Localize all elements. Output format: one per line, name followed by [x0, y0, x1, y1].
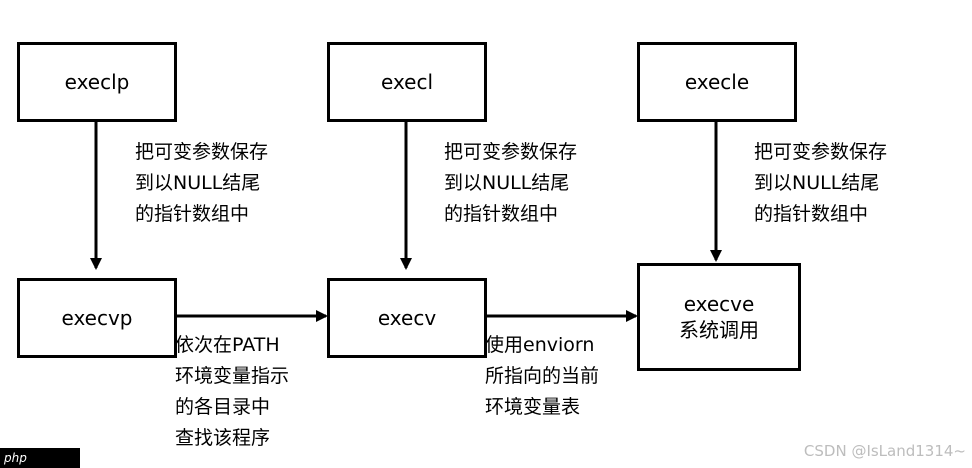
box-execvp-label: execvp	[61, 306, 133, 330]
note-use-environ: 使用enviorn 所指向的当前 环境变量表	[485, 334, 600, 418]
box-execle: execle	[637, 42, 797, 122]
box-execl: execl	[327, 42, 487, 122]
box-execv-label: execv	[377, 306, 437, 330]
box-execv: execv	[327, 278, 487, 358]
note-path-search: 依次在PATH 环境变量指示 的各目录中 查找该程序	[175, 334, 290, 449]
box-execle-label: execle	[684, 70, 750, 94]
box-execl-label: execl	[380, 70, 434, 94]
box-execve: execve 系统调用	[637, 263, 801, 371]
note-save-variadic-2: 把可变参数保存 到以NULL结尾 的指针数组中	[444, 141, 578, 225]
box-execve-sublabel: 系统调用	[679, 318, 759, 342]
csdn-watermark: CSDN @IsLand1314~	[803, 442, 966, 460]
note-save-variadic-1: 把可变参数保存 到以NULL结尾 的指针数组中	[135, 141, 269, 225]
box-execve-label: execve	[683, 292, 755, 316]
box-execlp-label: execlp	[64, 70, 130, 94]
box-execlp: execlp	[17, 42, 177, 122]
note-save-variadic-3: 把可变参数保存 到以NULL结尾 的指针数组中	[754, 141, 888, 225]
box-execvp: execvp	[17, 278, 177, 358]
php-badge: php	[0, 448, 80, 468]
